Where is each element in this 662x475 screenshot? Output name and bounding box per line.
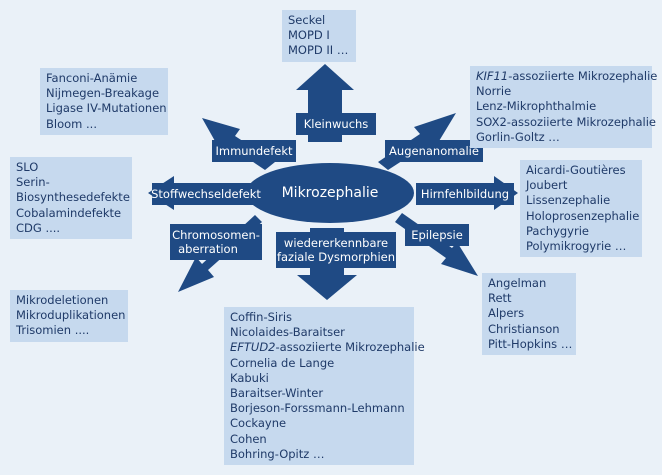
label-patch-augenanomalie (385, 140, 483, 162)
list-item: Fanconi-Anämie (46, 71, 138, 85)
list-item: Cohen (230, 431, 267, 446)
list-item: Ligase IV-Mutationen (46, 101, 167, 116)
list-hirnfehlbildung: Aicardi-Goutières Joubert Lissenzephalie… (520, 160, 642, 258)
list-item: Christianson (488, 321, 560, 336)
list-item: Coffin-Siris (230, 310, 293, 324)
list-item: Cockayne (230, 416, 287, 431)
label-patch-hirnfehlbildung (416, 183, 514, 205)
list-kleinwuchs: Seckel MOPD I MOPD II … (282, 10, 356, 62)
label-patch-chromosomen (170, 224, 262, 260)
label-kleinwuchs: Kleinwuchs (303, 117, 369, 131)
center-ellipse (246, 163, 414, 223)
list-item: Holoprosenzephalie (526, 208, 640, 223)
list-item: Nicolaides-Baraitser (230, 325, 345, 340)
list-item: Rett (488, 291, 512, 306)
list-item: Biosynthesedefekte (16, 190, 130, 205)
list-item: Gorlin-Goltz … (476, 129, 560, 144)
list-item: Pitt-Hopkins … (488, 336, 573, 351)
list-dysmorphien: Coffin-Siris Nicolaides-Baraitser EFTUD2… (224, 307, 425, 466)
gene-name: EFTUD2 (230, 340, 276, 355)
list-item: Kabuki (230, 370, 269, 385)
center-label: Mikrozephalie (281, 185, 379, 201)
list-item: Angelman (488, 276, 547, 290)
list-item: Borjeson-Forssmann-Lehmann (230, 401, 405, 416)
label-patch-immundefekt (212, 140, 296, 162)
list-item: Cornelia de Lange (230, 355, 335, 370)
list-item: EFTUD2-assoziierte Mikrozephalie (230, 340, 425, 355)
list-item: Cobalamindefekte (16, 205, 122, 220)
list-item: MOPD I (288, 28, 330, 43)
list-item: Joubert (526, 178, 568, 193)
list-item: KIF11-assoziierte Mikrozephalie (476, 69, 658, 83)
label-chromosomen-line1: Chromosomen- (172, 228, 260, 242)
list-chromosomen: Mikrodeletionen Mikroduplikationen Triso… (10, 290, 128, 342)
list-item: Bohring-Opitz … (230, 446, 325, 461)
list-item: Polymikrogyrie … (526, 239, 627, 254)
list-stoffwechseldefekt: SLO Serin- Biosynthesedefekte Cobalamind… (10, 157, 132, 240)
list-item: Pachygyrie (526, 223, 589, 238)
gene-name: KIF11 (476, 69, 509, 83)
label-hirnfehlbildung: Hirnfehlbildung (420, 187, 510, 201)
list-item: Bloom ... (46, 116, 97, 131)
list-immundefekt: Fanconi-Anämie Nijmegen-Breakage Ligase … (40, 68, 168, 135)
list-item: Nijmegen-Breakage (46, 86, 160, 101)
list-augenanomalie: KIF11-assoziierte Mikrozephalie Norrie L… (470, 66, 658, 149)
list-item: Trisomien .... (16, 323, 90, 338)
label-patch-kleinwuchs (296, 113, 376, 135)
list-item: Seckel (288, 13, 326, 27)
label-immundefekt: Immundefekt (215, 144, 293, 158)
label-patch-dysmorphien (276, 232, 396, 268)
label-patch-epilepsie (405, 224, 469, 246)
list-item: Serin- (16, 175, 50, 190)
label-chromosomen-line2: aberration (178, 242, 238, 256)
list-item: Mikrodeletionen (16, 293, 109, 307)
label-epilepsie: Epilepsie (411, 228, 463, 242)
list-epilepsie: Angelman Rett Alpers Christianson Pitt-H… (482, 273, 576, 356)
list-item: Lissenzephalie (526, 193, 611, 208)
list-item: SLO (16, 160, 39, 174)
label-dysmorphien-line1: wiedererkennbare (283, 236, 389, 250)
list-item: Aicardi-Goutières (526, 163, 626, 177)
list-item: Norrie (476, 84, 512, 99)
list-item: MOPD II … (288, 43, 349, 58)
label-augenanomalie: Augenanomalie (389, 144, 479, 158)
list-item: CDG .... (16, 220, 61, 235)
list-item: Lenz-Mikrophthalmie (476, 99, 597, 114)
label-stoffwechseldefekt: Stoffwechseldefekt (151, 187, 261, 201)
label-dysmorphien-line2: faziale Dysmorphien (276, 250, 396, 264)
list-item: Baraitser-Winter (230, 386, 324, 401)
list-item: SOX2-assoziierte Mikrozephalie (476, 114, 656, 129)
label-patch-stoffwechsel (152, 183, 260, 205)
list-item: Mikroduplikationen (16, 308, 126, 323)
list-item: Alpers (488, 306, 525, 321)
